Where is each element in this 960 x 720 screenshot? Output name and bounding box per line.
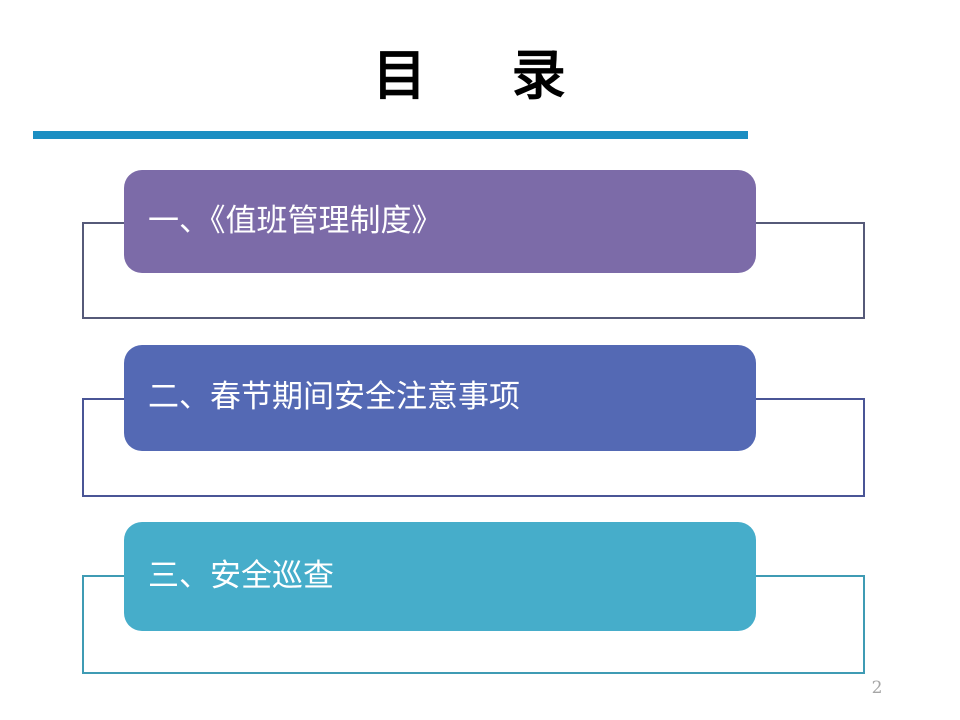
page-title: 目 录 <box>372 44 568 107</box>
agenda-item-1[interactable]: 一、《值班管理制度》 <box>124 170 756 273</box>
agenda-item-1-label: 一、《值班管理制度》 <box>148 202 443 239</box>
agenda-item-3-label: 三、安全巡查 <box>148 557 334 594</box>
page-number: 2 <box>871 678 883 698</box>
agenda-item-2-label: 二、春节期间安全注意事项 <box>148 379 520 416</box>
title-divider-rule <box>33 131 748 139</box>
agenda-item-2[interactable]: 二、春节期间安全注意事项 <box>124 345 756 451</box>
agenda-item-3[interactable]: 三、安全巡查 <box>124 522 756 631</box>
